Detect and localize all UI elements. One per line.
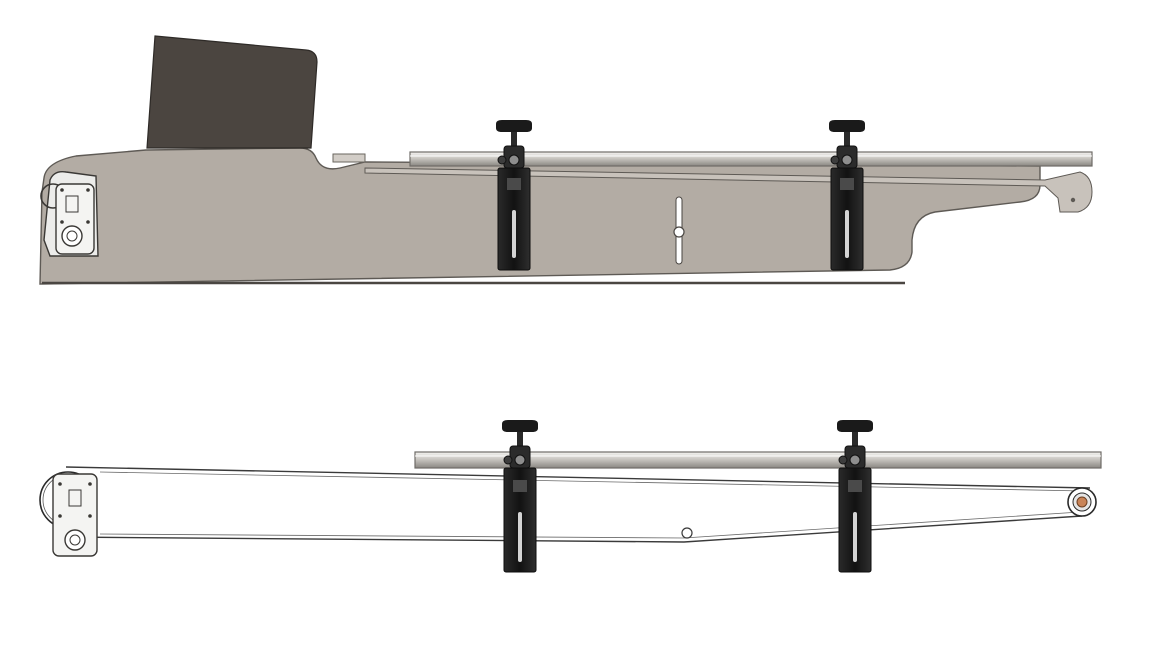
back-flap [146, 35, 318, 149]
clamp-assembly [829, 120, 865, 271]
arm-pivot [1070, 197, 1076, 203]
drive-motor [40, 170, 99, 257]
belt-upper-run-inner [99, 471, 1086, 492]
side-panel [39, 147, 1041, 285]
belt-lower-run-inner [99, 511, 1081, 539]
tension-arm [364, 167, 1093, 213]
lower-view [39, 420, 1102, 573]
clamp-assembly [502, 420, 538, 573]
drive-motor [39, 471, 98, 557]
adjustment-slot [673, 196, 685, 265]
idler-roller [1067, 487, 1097, 517]
belt-lower-run [61, 515, 1083, 543]
upper-view [39, 35, 1093, 285]
clamp-assembly [837, 420, 873, 573]
return-idler [681, 527, 693, 539]
mount-block [332, 153, 366, 163]
belt-upper-run [65, 466, 1091, 489]
clamp-assembly [496, 120, 532, 271]
